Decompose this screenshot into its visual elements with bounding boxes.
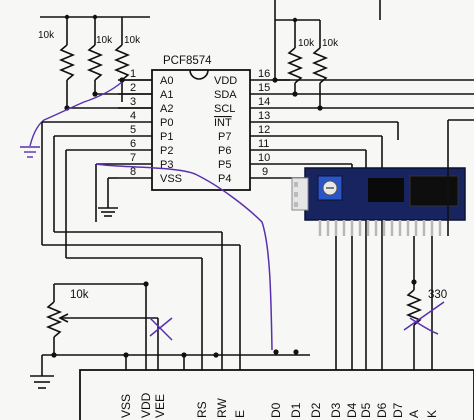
vee-crossout	[149, 317, 173, 341]
lcd-pin-d3: D3	[329, 402, 343, 418]
pcf8574-chip	[151, 69, 251, 191]
pin-10-name: P5	[218, 159, 231, 171]
pin-14-number: 14	[258, 96, 270, 108]
pin-3-name: A2	[160, 103, 173, 115]
pin-2-name: A1	[160, 89, 173, 101]
pin-5-number: 5	[130, 124, 136, 136]
lcd-pin-rw: RW	[215, 398, 229, 418]
pin-16-number: 16	[258, 68, 270, 80]
pin-2-number: 2	[130, 82, 136, 94]
pin-1-number: 1	[130, 68, 136, 80]
pin-12-number: 12	[258, 124, 270, 136]
chip-name: PCF8574	[163, 55, 212, 67]
handdrawn-p3-lead	[95, 163, 273, 351]
right-bus-junctions	[272, 17, 323, 111]
lcd-pin-d1: D1	[289, 402, 303, 418]
lcd-pin-vdd: VDD	[139, 392, 153, 418]
chip-pin-stubs	[118, 79, 290, 179]
pin-3-number: 3	[130, 96, 136, 108]
pin-9-number: 9	[262, 166, 268, 178]
control-lines	[41, 121, 241, 370]
contrast-pot	[30, 283, 310, 389]
pin-9-name: P4	[218, 173, 231, 185]
pin-13-number: 13	[258, 110, 270, 122]
right-bus-wiring	[274, 0, 474, 140]
lcd-pin-d5: D5	[359, 402, 373, 418]
pullup-right-b-label: 10k	[322, 38, 339, 49]
module-header-pins	[318, 220, 442, 236]
backlight-resistor-label: 330	[428, 289, 447, 301]
lcd-pin-d0: D0	[269, 402, 283, 418]
pin-12-name: P7	[218, 131, 231, 143]
lcd-pin-k: K	[425, 410, 439, 418]
pin-11-name: P6	[218, 145, 231, 157]
pot-label: 10k	[70, 289, 89, 301]
pin-1-name: A0	[160, 75, 173, 87]
pin-10-number: 10	[258, 152, 270, 164]
pin-14-name: SCL	[214, 103, 235, 115]
pin-16-name: VDD	[214, 75, 237, 87]
lcd-pin-d7: D7	[391, 402, 405, 418]
lcd-pin-d6: D6	[375, 402, 389, 418]
lcd-module	[79, 369, 474, 420]
pin-4-name: P0	[160, 117, 173, 129]
address-junctions	[64, 14, 125, 111]
pin-15-number: 15	[258, 82, 270, 94]
lcd-pin-rs: RS	[195, 401, 209, 418]
pullup-left-a-label: 10k	[38, 30, 55, 41]
i2c-backpack-module	[291, 167, 466, 236]
lcd-pin-e: E	[233, 410, 247, 418]
pin-8-number: 8	[130, 166, 136, 178]
pin-15-name: SDA	[214, 89, 237, 101]
chip-left-pins: 1 A0 2 A1 3 A2 4 P0 5 P1 6 P2 7 P3 8 VSS	[130, 68, 182, 185]
lcd-pin-a: A	[407, 410, 421, 418]
power-junctions	[51, 281, 299, 358]
backlight-crossout	[403, 301, 445, 335]
lcd-pin-vss: VSS	[119, 394, 133, 418]
backlight-wiring	[405, 120, 449, 370]
lcd-pin-vee: VEE	[153, 394, 167, 418]
pin-6-name: P2	[160, 145, 173, 157]
lcd-pin-d4: D4	[345, 402, 359, 418]
pin-6-number: 6	[130, 138, 136, 150]
pullup-left-c-label: 10k	[124, 35, 141, 46]
pin-7-number: 7	[130, 152, 136, 164]
pin-5-name: P1	[160, 131, 173, 143]
pin-11-number: 11	[258, 138, 269, 150]
chip-right-pins: 16 VDD 15 SDA 14 SCL 13 INT 12 P7 11 P6 …	[214, 68, 270, 185]
backlight-junction	[411, 279, 417, 285]
pullup-left-b-label: 10k	[96, 35, 113, 46]
pin-8-name: VSS	[160, 173, 182, 185]
pin-4-number: 4	[130, 110, 136, 122]
pullup-right-a-label: 10k	[298, 38, 315, 49]
handdrawn-address-ground	[20, 81, 123, 158]
pin-13-name: INT	[214, 117, 232, 129]
lcd-pin-d2: D2	[309, 402, 323, 418]
